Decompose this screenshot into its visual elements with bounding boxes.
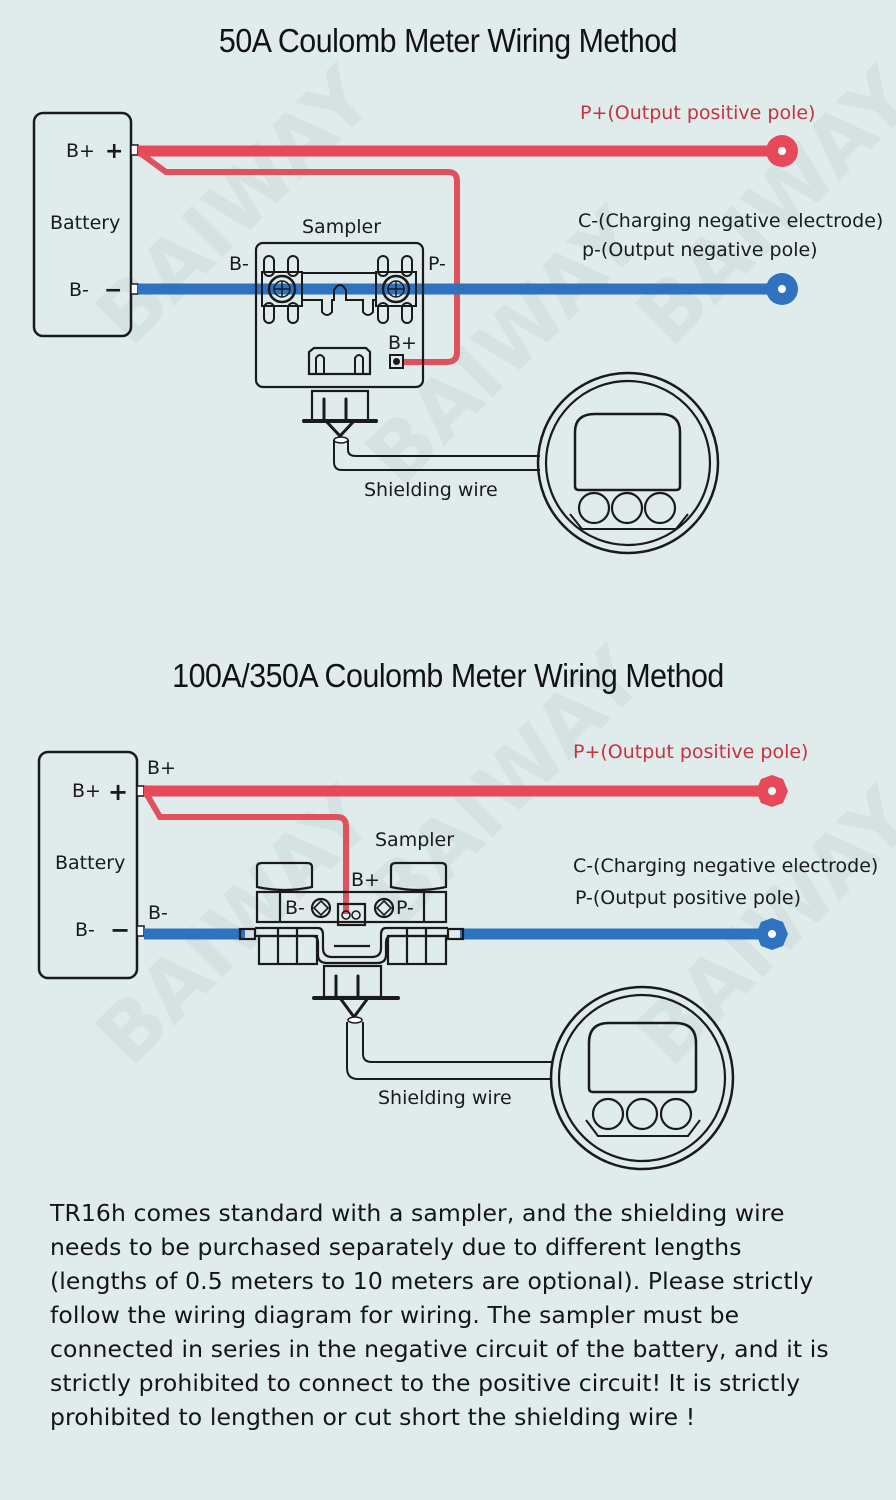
sampler-right-terminal-label: P- xyxy=(396,897,414,919)
diagram-100a-350a-title: 100A/350A Coulomb Meter Wiring Method xyxy=(172,657,724,694)
connector-socket xyxy=(307,346,372,376)
meter-button-icon xyxy=(610,491,644,525)
meter-display xyxy=(573,412,682,492)
meter-display xyxy=(587,1021,698,1094)
meter-button-icon xyxy=(643,491,677,525)
coulomb-meter xyxy=(536,371,720,555)
meter-outer-ring xyxy=(549,985,735,1171)
terminal-hole xyxy=(778,147,786,155)
minus-sign-icon: − xyxy=(110,916,130,944)
battery: B+ + Battery B- − B+ B- xyxy=(37,750,176,980)
battery-neg-post xyxy=(136,925,145,937)
plus-sign-icon: + xyxy=(105,139,123,164)
battery: B+ + Battery B- − xyxy=(32,111,139,338)
negative-output-label-1: C-(Charging negative electrode) xyxy=(578,210,883,232)
battery-pos-post xyxy=(130,144,139,156)
screw-icon xyxy=(310,897,332,919)
screw-icon xyxy=(373,897,395,919)
coulomb-meter xyxy=(549,985,735,1171)
sampler-right-terminal-label: P- xyxy=(428,253,446,275)
sampler-bplus-wire xyxy=(143,791,349,914)
positive-output-label: P+(Output positive pole) xyxy=(573,741,808,763)
connector-plug xyxy=(310,389,370,423)
sampler-bplus-label: B+ xyxy=(351,869,380,891)
positive-output-terminal-icon xyxy=(756,775,788,807)
positive-output-label: P+(Output positive pole) xyxy=(580,102,815,124)
meter-outer-ring xyxy=(536,371,720,555)
watermark: BAIWAY xyxy=(618,770,896,1083)
meter-button-icon xyxy=(659,1097,693,1131)
sampler-label: Sampler xyxy=(302,216,381,238)
battery-body xyxy=(32,111,133,338)
sampler: Sampler B- P- B+ xyxy=(229,216,446,439)
pos-wire-label: B+ xyxy=(147,757,176,779)
battery-label: Battery xyxy=(50,212,120,234)
sampler-bplus-pad xyxy=(389,354,404,369)
battery-body xyxy=(37,750,139,980)
shielding-wire xyxy=(333,440,540,471)
diagram-50a: B+ + Battery B- − P+(Output positive pol… xyxy=(32,102,883,555)
sampler-left-terminal-label: B- xyxy=(285,897,305,919)
sampler-label: Sampler xyxy=(375,829,454,851)
plus-sign-icon: + xyxy=(108,778,128,806)
screw-icon xyxy=(381,274,411,304)
battery-pos-terminal-label: B+ xyxy=(66,140,95,162)
connector-plug xyxy=(322,964,383,999)
negative-output-label-2: p-(Output negative pole) xyxy=(582,239,818,261)
meter-button-icon xyxy=(625,1097,659,1131)
sampler-body xyxy=(254,241,425,389)
watermark: BAIWAY xyxy=(78,770,392,1083)
battery-pos-post xyxy=(136,785,145,797)
negative-output-label-2: P-(Output positive pole) xyxy=(575,887,801,909)
neg-wire-label: B- xyxy=(148,902,168,924)
description-text: TR16h comes standard with a sampler, and… xyxy=(50,1199,829,1431)
negative-output-terminal-icon xyxy=(756,918,788,950)
battery-label: Battery xyxy=(55,852,125,874)
meter-button-icon xyxy=(577,491,611,525)
shielding-wire xyxy=(346,1022,552,1080)
terminal-hole xyxy=(778,285,786,293)
shielding-wire-label: Shielding wire xyxy=(378,1087,512,1109)
meter-button-icon xyxy=(591,1097,625,1131)
battery-neg-post xyxy=(130,283,139,295)
battery-pos-terminal-label: B+ xyxy=(72,780,101,802)
screw-icon xyxy=(267,274,297,304)
battery-neg-terminal-label: B- xyxy=(69,279,89,301)
sampler-left-terminal-label: B- xyxy=(229,253,249,275)
battery-neg-terminal-label: B- xyxy=(75,919,95,941)
sampler-bplus-wire xyxy=(138,150,460,365)
sampler: Sampler B- P- B+ xyxy=(238,829,465,1024)
minus-sign-icon: − xyxy=(104,278,122,303)
sampler-bplus-pad xyxy=(336,902,367,927)
sampler-bplus-label: B+ xyxy=(388,332,417,354)
negative-output-label-1: C-(Charging negative electrode) xyxy=(573,855,878,877)
diagram-50a-title: 50A Coulomb Meter Wiring Method xyxy=(218,22,678,59)
shielding-wire-label: Shielding wire xyxy=(364,479,498,501)
